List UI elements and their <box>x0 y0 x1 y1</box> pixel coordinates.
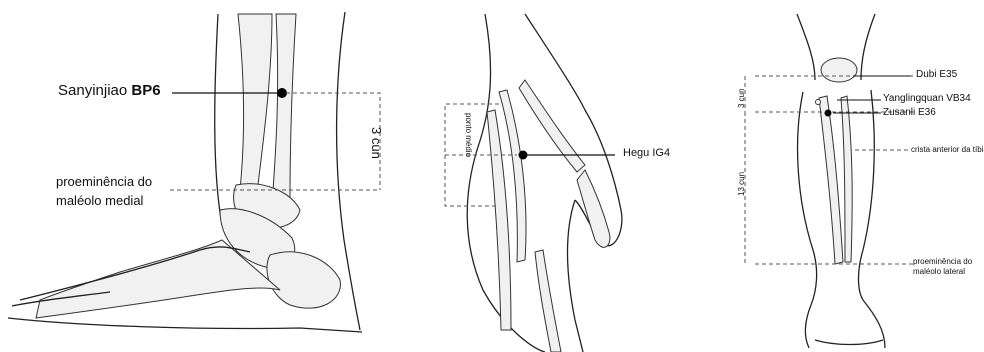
distance-label: 3 cun <box>369 127 384 159</box>
maleolo-label: proeminência do maléolo lateral <box>913 257 972 277</box>
hegu-label: Hegu IG4 <box>623 147 670 159</box>
yanglingquan-label: Yanglingquan VB34 <box>883 93 971 104</box>
point-name-label: Sanyinjiao BP6 <box>58 82 161 99</box>
zusanli-panel: Dubi E35 Yanglingquan VB34 Zusanli E36 c… <box>735 0 984 352</box>
point-code: BP6 <box>131 82 160 99</box>
point-name: Sanyinjiao <box>58 82 127 99</box>
reference-line-1: proeminência do <box>56 172 152 191</box>
zusanli-label: Zusanli E36 <box>883 107 936 118</box>
leg-illustration <box>735 0 984 352</box>
reference-label: proeminência do maléolo medial <box>56 172 152 210</box>
hegu-panel: Hegu IG4 ponto médio <box>425 0 660 352</box>
zusanli-point-marker <box>825 110 832 117</box>
yanglingquan-point-marker <box>816 100 821 105</box>
hand-illustration <box>425 0 660 352</box>
crista-label: crista anterior da tíbia <box>911 145 984 154</box>
cun-3-label: 3 cun <box>737 88 746 108</box>
maleolo-line-2: maléolo lateral <box>913 267 972 277</box>
maleolo-line-1: proeminência do <box>913 257 972 267</box>
reference-line-2: maléolo medial <box>56 191 152 210</box>
hegu-point-marker <box>519 151 528 160</box>
cun-13-label: 13 cun <box>737 172 746 196</box>
midpoint-label: ponto médio <box>464 113 473 157</box>
sanyinjiao-point-marker <box>277 88 287 98</box>
dubi-label: Dubi E35 <box>916 69 957 80</box>
sanyinjiao-panel: Sanyinjiao BP6 3 cun proeminência do mal… <box>0 0 410 352</box>
